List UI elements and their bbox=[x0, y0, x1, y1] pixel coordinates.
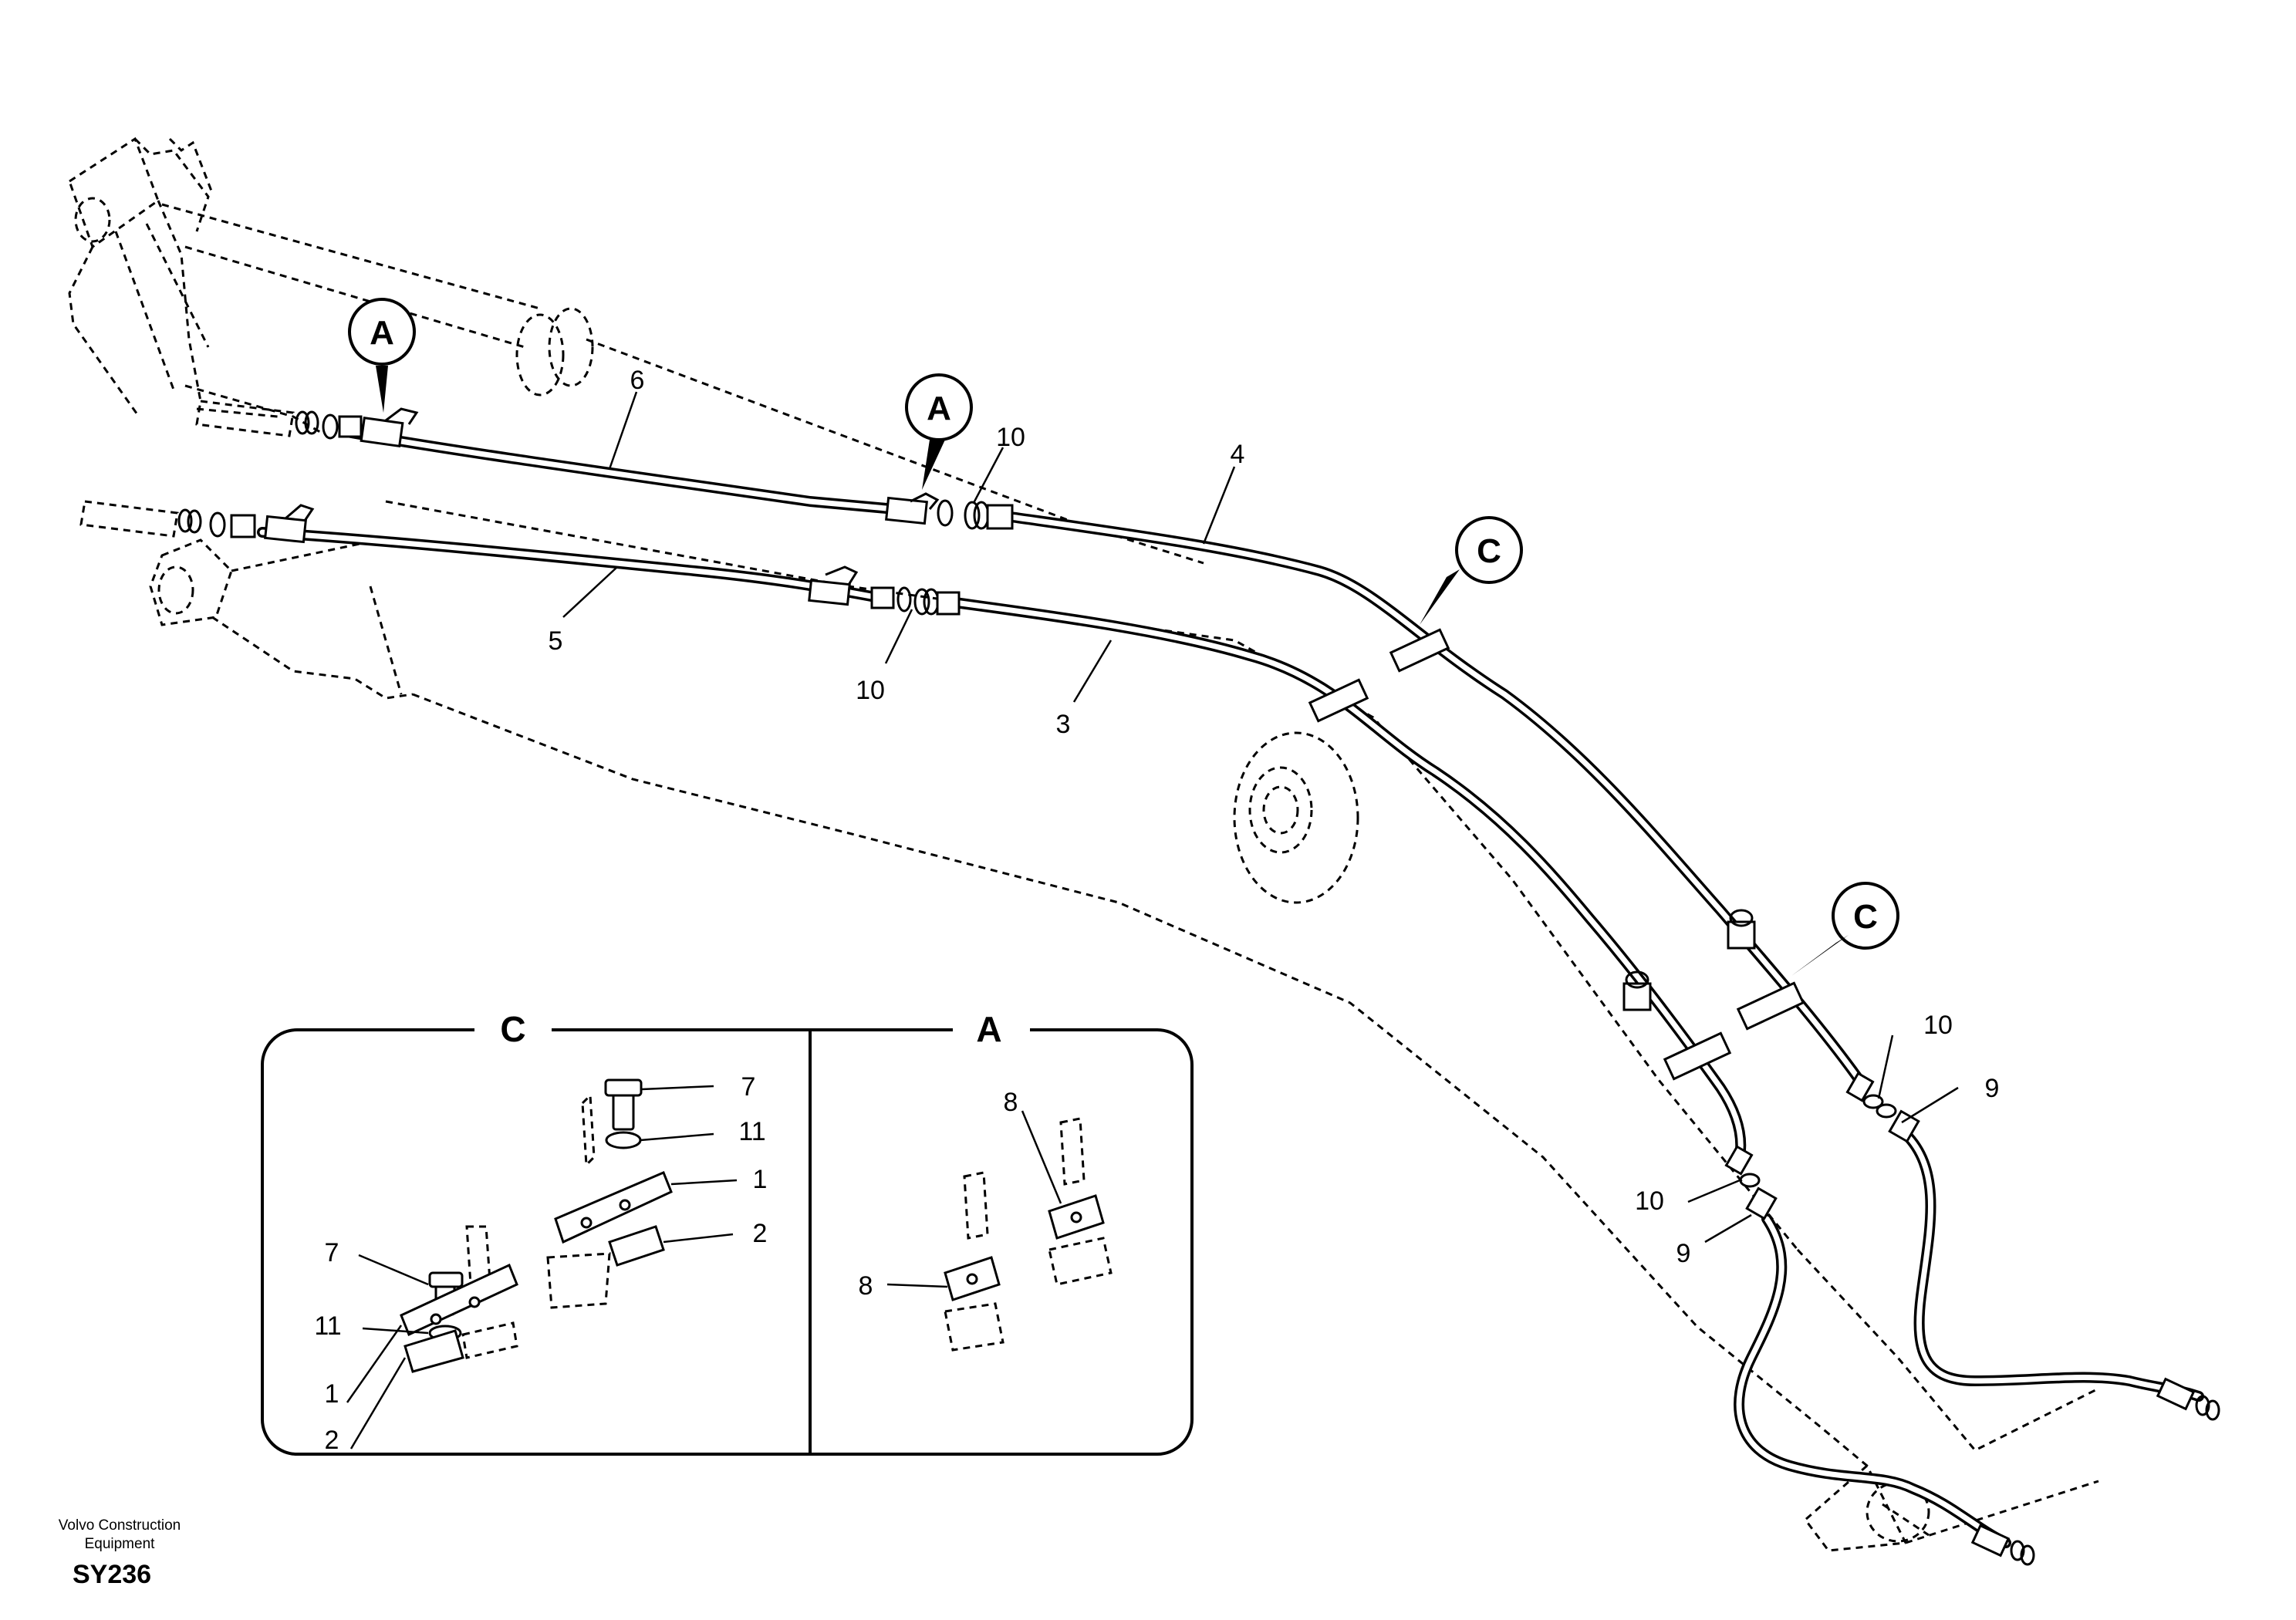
clamp-assembly-c-upper bbox=[546, 1078, 738, 1309]
clamp-assembly-a-upper bbox=[1021, 1110, 1113, 1286]
callout-5: 5 bbox=[549, 626, 563, 656]
svg-text:C: C bbox=[1477, 532, 1501, 570]
callout-9-left: 9 bbox=[1676, 1239, 1691, 1268]
clamp-assembly-c-lower bbox=[346, 1225, 518, 1450]
callout-3: 3 bbox=[1056, 710, 1071, 739]
callout-4: 4 bbox=[1231, 440, 1245, 469]
callout-10-right: 10 bbox=[1923, 1011, 1953, 1040]
detail-marker-c-1: C bbox=[1420, 516, 1523, 625]
inset-title-a: A bbox=[976, 1009, 1001, 1049]
inset-c-label-7-lower: 7 bbox=[325, 1238, 339, 1267]
callout-10-upper: 10 bbox=[996, 423, 1025, 452]
clamp-assembly-a-lower bbox=[886, 1171, 1004, 1352]
company-name-line2: Equipment bbox=[84, 1536, 155, 1552]
inset-c-label-7-upper: 7 bbox=[741, 1072, 756, 1102]
boom-outline bbox=[68, 137, 2099, 1552]
inset-c-label-11-lower: 11 bbox=[314, 1311, 341, 1341]
company-name-line1: Volvo Construction bbox=[58, 1517, 181, 1534]
inset-a-label-8-lower: 8 bbox=[859, 1271, 873, 1301]
pipe-6 bbox=[342, 427, 900, 515]
callout-10-lower: 10 bbox=[856, 676, 885, 705]
fittings bbox=[79, 400, 2220, 1566]
detail-marker-a-1: A bbox=[348, 298, 416, 413]
svg-text:A: A bbox=[927, 390, 951, 427]
inset-c-label-2-lower: 2 bbox=[325, 1426, 339, 1455]
drawing-code: SY236 bbox=[73, 1560, 152, 1589]
inset-c-label-2-upper: 2 bbox=[753, 1219, 768, 1248]
pipe-5 bbox=[257, 527, 885, 603]
footer: Volvo Construction Equipment SY236 bbox=[39, 1517, 201, 1590]
detail-marker-a-2: A bbox=[905, 373, 973, 490]
pipe-4 bbox=[1005, 511, 1865, 1085]
svg-text:A: A bbox=[370, 314, 394, 352]
detail-inset: C A bbox=[261, 1009, 1194, 1456]
hose-9-right bbox=[1900, 1129, 2204, 1402]
hose-9-left bbox=[1734, 1213, 2011, 1548]
callout-6: 6 bbox=[630, 366, 645, 395]
inset-c-label-1-lower: 1 bbox=[325, 1379, 339, 1409]
callout-9-right: 9 bbox=[1985, 1074, 2000, 1103]
detail-marker-c-2: C bbox=[1791, 882, 1899, 976]
inset-c-label-11-upper: 11 bbox=[738, 1117, 765, 1146]
inset-c-label-1-upper: 1 bbox=[753, 1165, 768, 1194]
callouts: 6 4 10 5 10 3 10 9 10 9 bbox=[549, 366, 2000, 1268]
svg-text:C: C bbox=[1853, 898, 1878, 936]
inset-title-c: C bbox=[500, 1009, 525, 1049]
inset-a-label-8-upper: 8 bbox=[1004, 1088, 1018, 1117]
callout-10-left: 10 bbox=[1635, 1186, 1664, 1216]
